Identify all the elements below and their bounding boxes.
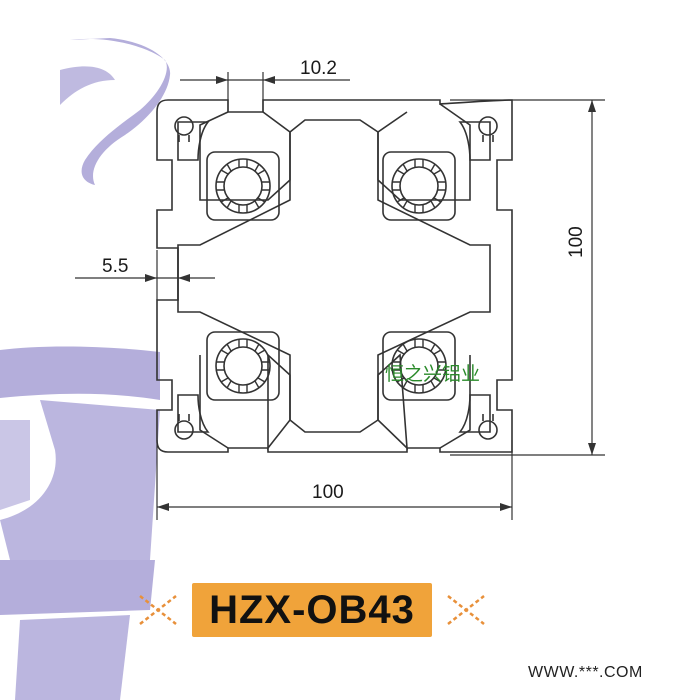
brand-watermark: 恒之兴铝业 (385, 363, 481, 385)
dimension-slot-depth (75, 250, 215, 300)
slot-depth-label: 5.5 (102, 256, 128, 277)
height-label: 100 (566, 226, 587, 258)
corner-hole-top-right (478, 116, 498, 143)
dimension-slot-width (180, 72, 350, 112)
screw-boss-top-left (206, 151, 280, 221)
dimension-width (156, 440, 513, 520)
corner-hole-bottom-right (478, 413, 498, 440)
dimension-height (450, 99, 605, 456)
slot-width-label: 10.2 (300, 58, 337, 79)
star-ornament-right (446, 594, 486, 626)
site-url-text: WWW.***.COM (528, 664, 643, 681)
screw-boss-top-right (382, 151, 456, 221)
width-label: 100 (312, 482, 344, 503)
background-logo (0, 38, 171, 700)
model-code-label: HZX-OB43 (192, 583, 432, 637)
